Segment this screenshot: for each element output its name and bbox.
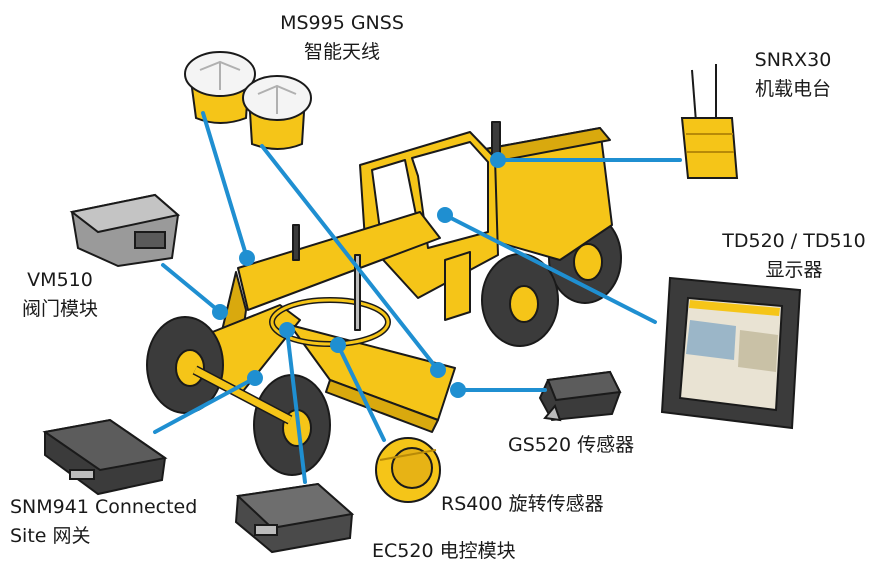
label-radio-model: SNRX30 bbox=[754, 49, 832, 71]
label-ec520: EC520 电控模块 bbox=[372, 537, 516, 566]
label-snm941-line2: Site 网关 bbox=[10, 525, 91, 547]
label-gnss-desc: 智能天线 bbox=[303, 41, 380, 63]
label-display-desc: 显示器 bbox=[765, 259, 823, 281]
label-gnss-model: MS995 GNSS bbox=[280, 12, 404, 34]
callout-dots bbox=[212, 152, 506, 398]
label-display: TD520 / TD510 显示器 bbox=[710, 227, 878, 285]
label-snm941: SNM941 Connected Site 网关 bbox=[10, 493, 197, 551]
label-radio-desc: 机载电台 bbox=[754, 78, 831, 100]
label-valve-model: VM510 bbox=[27, 269, 93, 291]
label-gs520-text: GS520 传感器 bbox=[508, 434, 635, 456]
label-snm941-line1: SNM941 Connected bbox=[10, 496, 198, 518]
label-valve-desc: 阀门模块 bbox=[21, 298, 98, 320]
gs520-sensor-icon bbox=[538, 370, 622, 422]
ec520-module-icon bbox=[234, 482, 355, 554]
label-rs400: RS400 旋转传感器 bbox=[441, 490, 604, 519]
label-radio: SNRX30 机载电台 bbox=[738, 46, 848, 104]
snm941-gateway-icon bbox=[42, 418, 168, 496]
label-rs400-text: RS400 旋转传感器 bbox=[441, 493, 604, 515]
gnss-antenna-icon bbox=[184, 51, 312, 150]
label-ec520-text: EC520 电控模块 bbox=[372, 540, 516, 562]
label-display-model: TD520 / TD510 bbox=[722, 230, 866, 252]
label-valve: VM510 阀门模块 bbox=[12, 266, 108, 324]
callout-lines bbox=[153, 111, 682, 484]
label-gnss: MS995 GNSS 智能天线 bbox=[262, 9, 422, 67]
radio-icon bbox=[680, 64, 739, 179]
display-tablet-icon bbox=[660, 276, 802, 430]
rs400-sensor-icon bbox=[375, 437, 441, 503]
valve-module-icon bbox=[69, 193, 181, 268]
label-gs520: GS520 传感器 bbox=[508, 431, 634, 460]
